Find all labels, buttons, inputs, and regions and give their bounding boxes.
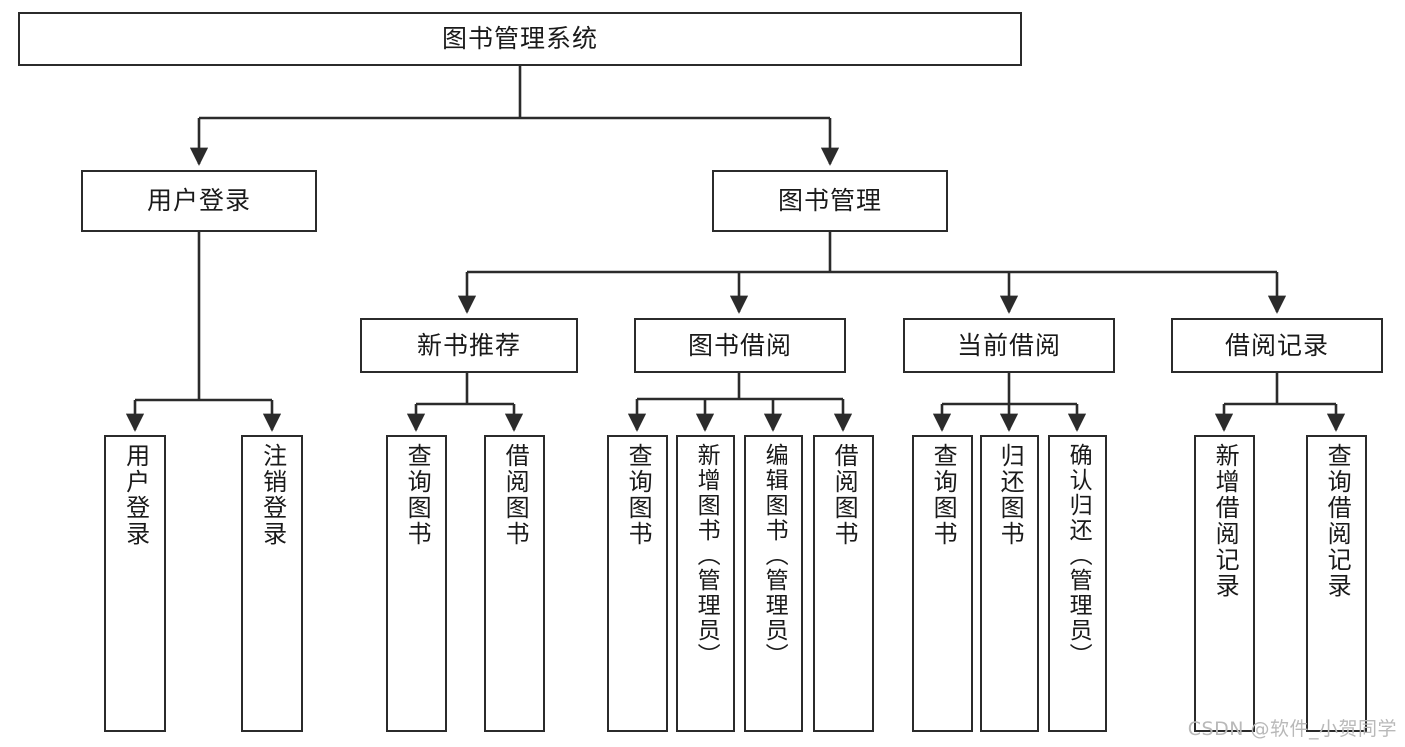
node-label: 新增图书（管理员） — [693, 443, 720, 668]
node-book-borrow[interactable]: 图书借阅 — [634, 318, 846, 373]
node-leaf-query-record[interactable]: 查询借阅记录 — [1306, 435, 1367, 732]
node-label: 借阅图书 — [830, 443, 859, 547]
node-label: 新书推荐 — [416, 330, 521, 360]
node-label: 借阅图书 — [501, 443, 530, 547]
node-leaf-confirm-return[interactable]: 确认归还（管理员） — [1048, 435, 1107, 732]
node-label: 图书管理 — [777, 186, 882, 216]
node-book-management[interactable]: 图书管理 — [712, 170, 948, 232]
node-label: 归还图书 — [996, 443, 1025, 547]
node-label: 查询图书 — [403, 443, 432, 547]
node-label: 图书借阅 — [687, 330, 792, 360]
node-leaf-query-book-3[interactable]: 查询图书 — [912, 435, 973, 732]
node-label: 查询图书 — [624, 443, 653, 547]
node-label: 注销登录 — [258, 443, 287, 547]
node-leaf-add-record[interactable]: 新增借阅记录 — [1194, 435, 1255, 732]
node-root-book-management-system[interactable]: 图书管理系统 — [18, 12, 1022, 66]
node-label: 确认归还（管理员） — [1065, 443, 1092, 668]
node-label: 新增借阅记录 — [1211, 443, 1240, 599]
node-leaf-query-book-1[interactable]: 查询图书 — [386, 435, 447, 732]
node-user-login[interactable]: 用户登录 — [81, 170, 317, 232]
node-leaf-borrow-book-1[interactable]: 借阅图书 — [484, 435, 545, 732]
node-leaf-query-book-2[interactable]: 查询图书 — [607, 435, 668, 732]
node-current-borrow[interactable]: 当前借阅 — [903, 318, 1115, 373]
node-leaf-borrow-book-2[interactable]: 借阅图书 — [813, 435, 874, 732]
node-label: 当前借阅 — [956, 330, 1061, 360]
node-new-book-recommend[interactable]: 新书推荐 — [360, 318, 578, 373]
node-label: 查询借阅记录 — [1323, 443, 1352, 599]
node-label: 借阅记录 — [1224, 330, 1329, 360]
node-label: 编辑图书（管理员） — [761, 443, 788, 668]
node-leaf-edit-book[interactable]: 编辑图书（管理员） — [744, 435, 803, 732]
node-label: 用户登录 — [146, 186, 251, 216]
node-leaf-user-login[interactable]: 用户登录 — [104, 435, 166, 732]
node-label: 用户登录 — [121, 443, 150, 547]
node-label: 图书管理系统 — [441, 24, 598, 54]
node-leaf-logout[interactable]: 注销登录 — [241, 435, 303, 732]
node-label: 查询图书 — [929, 443, 958, 547]
node-leaf-return-book[interactable]: 归还图书 — [980, 435, 1039, 732]
node-leaf-add-book[interactable]: 新增图书（管理员） — [676, 435, 735, 732]
node-borrow-record[interactable]: 借阅记录 — [1171, 318, 1383, 373]
watermark-text: CSDN @软件_小贺同学 — [1187, 718, 1397, 740]
